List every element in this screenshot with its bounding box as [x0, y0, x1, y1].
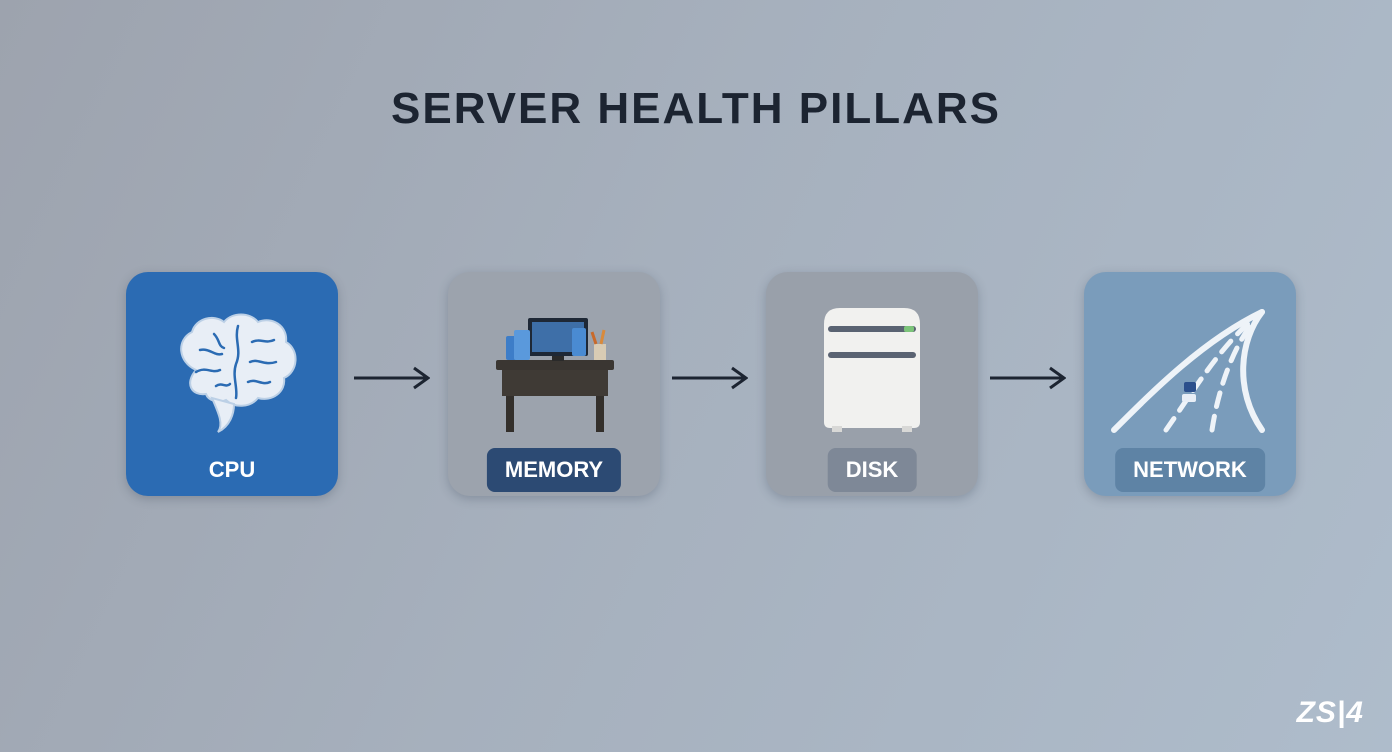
arrow-right-icon	[990, 366, 1066, 390]
diagram-title: SERVER HEALTH PILLARS	[391, 84, 1001, 133]
watermark-logo: ZS|4	[1296, 696, 1364, 729]
arrow-right-icon	[354, 366, 430, 390]
pillar-label-cpu: CPU	[208, 457, 256, 482]
pillar-card-network: NETWORK	[1084, 272, 1296, 496]
pillar-card-cpu: CPU	[126, 272, 338, 496]
arrow-right-icon	[672, 366, 748, 390]
desk-workstation-icon	[496, 318, 614, 432]
server-drive-icon	[824, 308, 920, 432]
pillar-card-memory: MEMORY	[448, 272, 660, 496]
pillar-label-disk: DISK	[827, 448, 917, 492]
pillar-card-disk: DISK	[766, 272, 978, 496]
brain-icon	[180, 313, 297, 433]
pillar-label-memory: MEMORY	[486, 448, 622, 492]
pillar-label-network: NETWORK	[1115, 448, 1265, 492]
highway-icon	[1111, 309, 1265, 433]
